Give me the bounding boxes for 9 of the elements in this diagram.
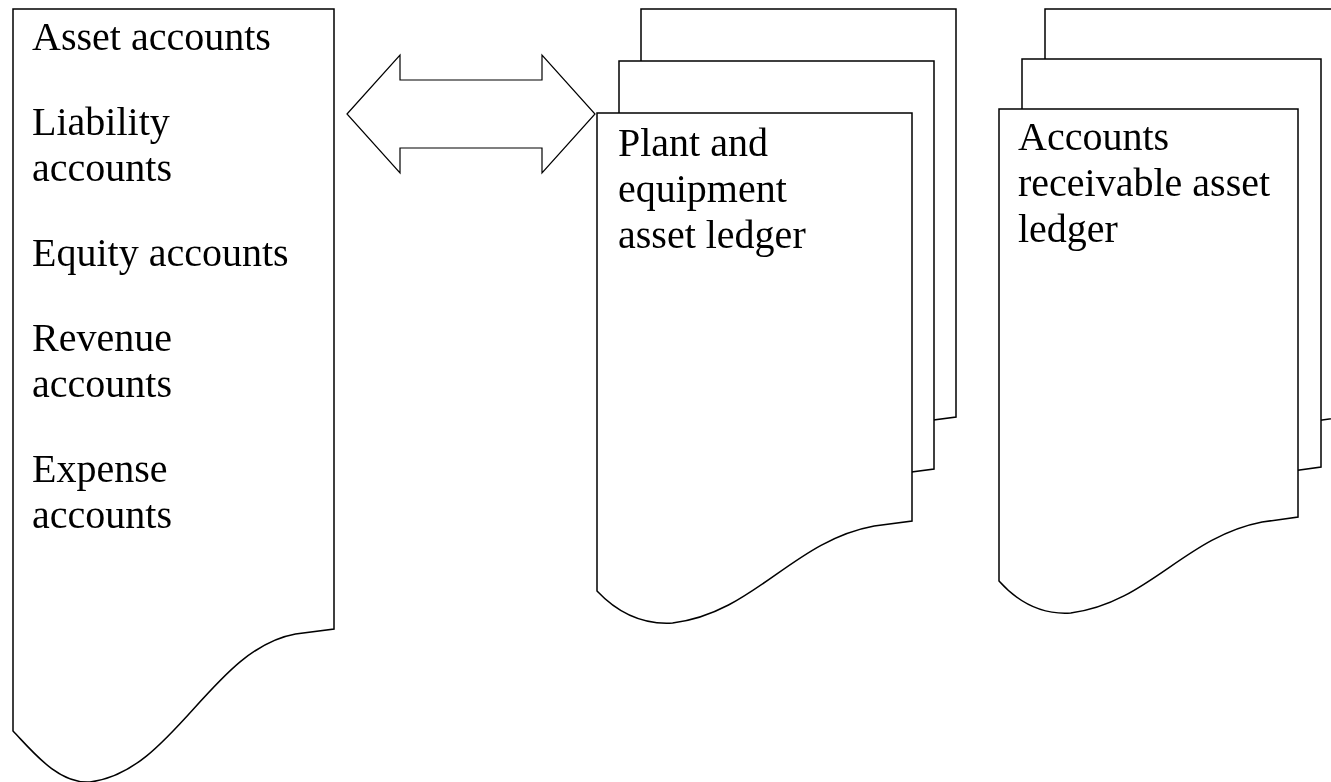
ledger-text: Equity accounts (32, 230, 289, 276)
ledger-text: Accounts receivable asset ledger (1018, 114, 1272, 252)
ledger-text: Asset accounts (32, 14, 271, 60)
ledger-text: Plant and equipment asset ledger (618, 120, 807, 258)
ledger-text: Revenue accounts (32, 315, 173, 407)
document-shape (12, 8, 337, 782)
ledger-text: Expense accounts (32, 446, 173, 538)
ledger-text: Liability accounts (32, 99, 173, 191)
double-block-arrow (346, 53, 596, 175)
